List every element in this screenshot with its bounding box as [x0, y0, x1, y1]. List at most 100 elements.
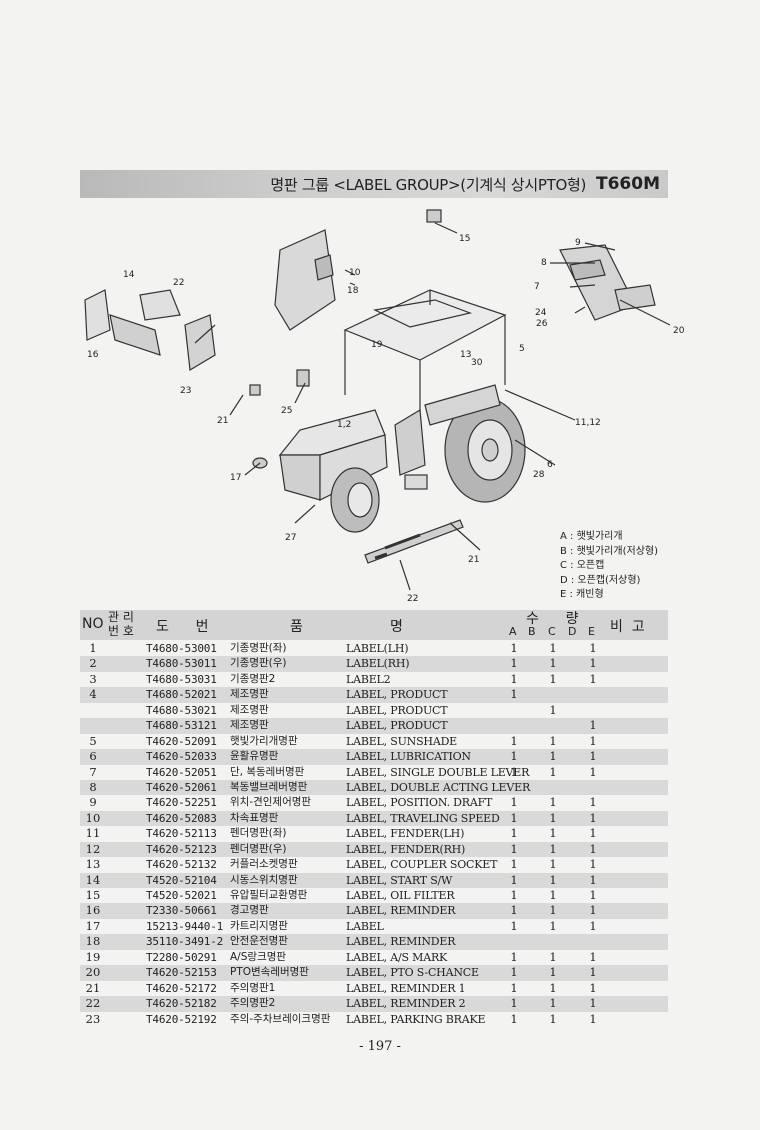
header-part-number: 도 번 — [156, 619, 209, 635]
cell-a: 1 — [510, 641, 518, 655]
cell-e: 1 — [589, 903, 597, 918]
callout-label: 7 — [534, 282, 540, 292]
diagram-drawing — [84, 209, 671, 591]
cell-kr: 단, 복동레버명판 — [230, 765, 305, 778]
cell-no: 8 — [89, 779, 97, 794]
cell-a: 1 — [510, 841, 518, 856]
cell-no: 12 — [85, 841, 101, 856]
cell-a: 1 — [510, 733, 518, 748]
cell-en: LABEL, POSITION. DRAFT — [346, 796, 493, 810]
cell-e: 1 — [589, 671, 597, 686]
cell-no: 5 — [89, 733, 97, 748]
cell-no: 15 — [85, 888, 101, 902]
cell-kr: 유압필터교환명판 — [230, 889, 308, 901]
header-col-b: B — [528, 625, 536, 638]
header-col-d: D — [568, 625, 577, 638]
cell-en: LABEL, PRODUCT — [346, 719, 448, 733]
cell-en: LABEL, FENDER(RH) — [346, 842, 466, 856]
cell-part: T4680-53031 — [146, 672, 217, 686]
cell-part: T4680-53021 — [146, 703, 217, 717]
cell-c: 1 — [549, 918, 557, 933]
callout-label: 9 — [575, 238, 581, 248]
cell-en: LABEL, TRAVELING SPEED — [346, 811, 500, 825]
cell-kr: 복동밸브레버명판 — [230, 780, 308, 793]
cell-kr: A/S랑크명판 — [230, 950, 287, 963]
page-title: 명판 그룹 <LABEL GROUP>(기계식 상시PTO형) — [270, 175, 586, 194]
cell-a: 1 — [510, 795, 518, 810]
callout-label: 13 — [460, 350, 471, 360]
cell-en: LABEL, START S/W — [346, 873, 453, 887]
header-col-c: C — [548, 625, 556, 638]
cell-a: 1 — [510, 857, 518, 872]
callout-label: 11,12 — [575, 418, 601, 428]
cell-en: LABEL, LUBRICATION — [346, 750, 471, 764]
header-col-e: E — [588, 625, 595, 638]
cell-no: 19 — [85, 949, 101, 964]
cell-en: LABEL, REMINDER — [346, 904, 456, 918]
cell-c: 1 — [549, 702, 557, 717]
cell-c: 1 — [549, 888, 557, 902]
cell-part: T4680-52021 — [146, 688, 217, 702]
callout-label: 28 — [533, 470, 545, 480]
cell-c: 1 — [549, 826, 557, 841]
model-code: T660M — [596, 174, 660, 194]
cell-a: 1 — [510, 671, 518, 686]
header-no: NO — [82, 616, 104, 632]
cell-e: 1 — [589, 857, 597, 872]
header-qty: 수 량 — [526, 611, 579, 627]
cell-kr: 윤활유명판 — [230, 750, 279, 763]
cell-e: 1 — [589, 733, 597, 748]
legend-item: E : 캐빈형 — [560, 589, 604, 600]
page-title-bar: 명판 그룹 <LABEL GROUP>(기계식 상시PTO형) T660M — [80, 170, 668, 198]
cell-c: 1 — [549, 671, 557, 686]
cell-en: LABEL(RH) — [346, 657, 410, 671]
cell-kr: 차속표명판 — [230, 811, 279, 824]
cell-no: 10 — [85, 810, 101, 825]
cell-part: T4680-53001 — [146, 642, 217, 655]
cell-a: 1 — [510, 949, 518, 964]
cell-part: T4620-52132 — [146, 858, 217, 872]
cell-kr: 기종명판(우) — [230, 657, 287, 670]
callout-label: 27 — [285, 533, 296, 543]
legend-item: C : 오픈캡 — [560, 560, 605, 571]
cell-en: LABEL, OIL FILTER — [346, 889, 455, 902]
cell-e: 1 — [589, 826, 597, 841]
cell-no: 16 — [85, 903, 101, 918]
cell-e: 1 — [589, 996, 597, 1011]
cell-en: LABEL — [346, 919, 384, 933]
callout-label: 17 — [230, 473, 241, 483]
cell-part: T4620-52051 — [146, 765, 217, 779]
parts-table-header: NO 관 리 번 호 도 번 품 명 수 량 A B C D E 비 고 — [80, 610, 668, 640]
cell-e: 1 — [589, 718, 597, 733]
cell-no: 3 — [89, 671, 97, 686]
cell-no: 9 — [89, 795, 97, 810]
callout-label: 18 — [347, 286, 359, 296]
cell-e: 1 — [589, 872, 597, 887]
cell-c: 1 — [549, 795, 557, 810]
cell-part: T4620-52153 — [146, 966, 217, 980]
callout-label: 20 — [673, 326, 685, 336]
cell-part: T4620-52061 — [146, 780, 217, 794]
header-name-b: 명 — [390, 619, 403, 635]
header-remarks: 비 고 — [610, 619, 645, 635]
cell-e: 1 — [589, 841, 597, 856]
cell-a: 1 — [510, 826, 518, 841]
cell-a: 1 — [510, 810, 518, 825]
callout-label: 1,2 — [337, 420, 351, 430]
cell-en: LABEL2 — [346, 672, 391, 686]
cell-c: 1 — [549, 749, 557, 764]
